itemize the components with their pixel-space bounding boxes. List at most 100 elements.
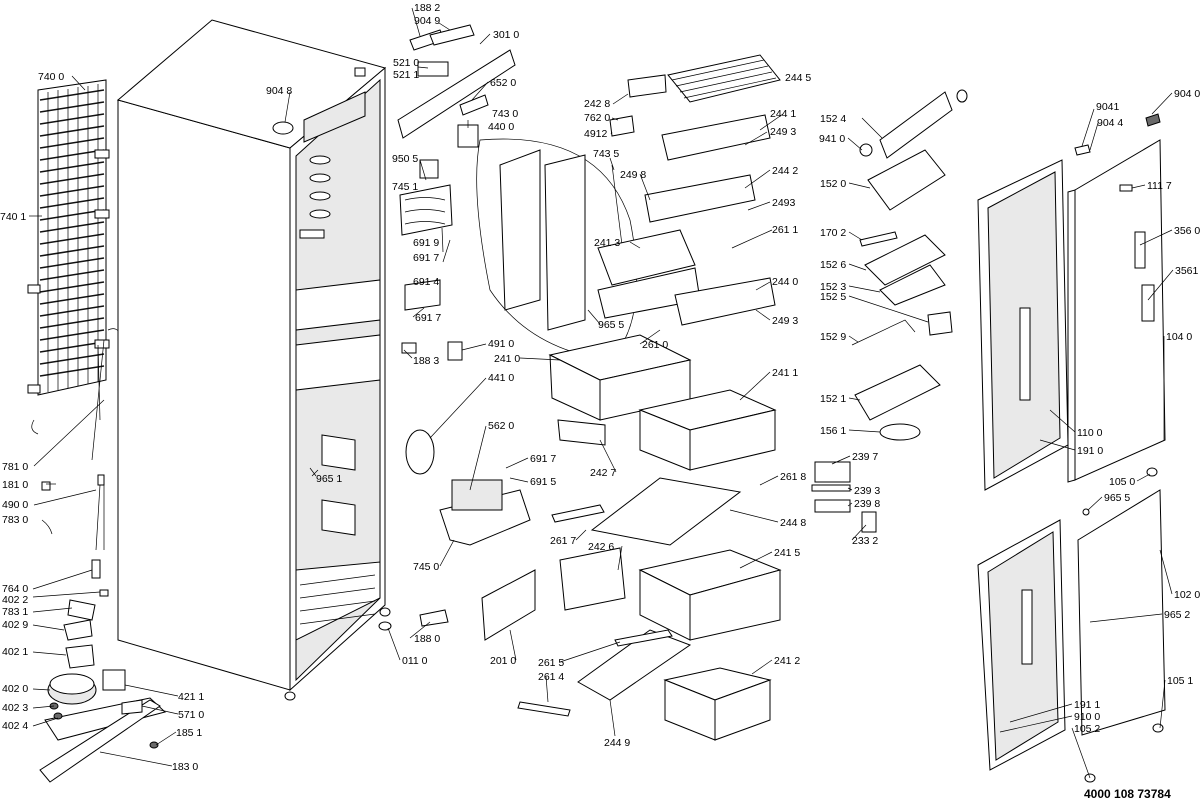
label-691-9: 691 9 <box>413 237 439 249</box>
label-783-1: 783 1 <box>2 606 28 618</box>
label-904-0: 904 0 <box>1174 88 1200 100</box>
label-781-0: 781 0 <box>2 461 28 473</box>
label-941-0: 941 0 <box>819 133 845 145</box>
label-2493-b: 2493 <box>772 197 796 209</box>
label-764-0: 764 0 <box>2 583 28 595</box>
label-104-0: 104 0 <box>1166 331 1192 343</box>
label-965-1: 965 1 <box>316 473 342 485</box>
label-691-4: 691 4 <box>413 276 439 288</box>
label-239-3: 239 3 <box>854 485 880 497</box>
label-691-7-c: 691 7 <box>530 453 556 465</box>
label-241-0: 241 0 <box>494 353 520 365</box>
label-652-0: 652 0 <box>490 77 516 89</box>
label-521-0: 521 0 <box>393 57 419 69</box>
label-105-2: 105 2 <box>1074 723 1100 735</box>
label-904-4: 904 4 <box>1097 117 1123 129</box>
label-402-0: 402 0 <box>2 683 28 695</box>
label-261-5: 261 5 <box>538 657 564 669</box>
label-244-5: 244 5 <box>785 72 811 84</box>
label-152-1: 152 1 <box>820 393 846 405</box>
label-156-1: 156 1 <box>820 425 846 437</box>
label-152-9: 152 9 <box>820 331 846 343</box>
cabinet <box>116 19 392 701</box>
top-panel-parts <box>397 24 637 641</box>
label-244-2: 244 2 <box>772 165 798 177</box>
label-188-2: 188 2 <box>414 2 440 14</box>
label-521-1: 521 1 <box>393 69 419 81</box>
label-3561: 3561 <box>1175 265 1199 277</box>
label-249-3-a: 249 3 <box>770 126 796 138</box>
label-745-0: 745 0 <box>413 561 439 573</box>
label-102-0: 102 0 <box>1174 589 1200 601</box>
label-691-7-b: 691 7 <box>415 312 441 324</box>
label-239-7: 239 7 <box>852 451 878 463</box>
label-904-8: 904 8 <box>266 85 292 97</box>
label-491-0: 491 0 <box>488 338 514 350</box>
doors <box>977 113 1166 783</box>
label-242-8: 242 8 <box>584 98 610 110</box>
label-239-8: 239 8 <box>854 498 880 510</box>
label-571-0: 571 0 <box>178 709 204 721</box>
label-904-9: 904 9 <box>414 15 440 27</box>
label-743-5: 743 5 <box>593 148 619 160</box>
label-241-3: 241 3 <box>594 237 620 249</box>
label-965-5-b: 965 5 <box>1104 492 1130 504</box>
label-965-5-a: 965 5 <box>598 319 624 331</box>
label-301-0: 301 0 <box>493 29 519 41</box>
label-910-0: 910 0 <box>1074 711 1100 723</box>
label-9041: 9041 <box>1096 101 1120 113</box>
label-244-1-a: 244 1 <box>770 108 796 120</box>
label-562-0: 562 0 <box>488 420 514 432</box>
label-740-1: 740 1 <box>0 211 26 223</box>
label-183-0: 183 0 <box>172 761 198 773</box>
label-261-7: 261 7 <box>550 535 576 547</box>
label-261-0: 261 0 <box>642 339 668 351</box>
label-950-5: 950 5 <box>392 153 418 165</box>
label-241-2: 241 2 <box>774 655 800 667</box>
label-490-0: 490 0 <box>2 499 28 511</box>
label-191-0: 191 0 <box>1077 445 1103 457</box>
label-244-8: 244 8 <box>780 517 806 529</box>
label-421-1: 421 1 <box>178 691 204 703</box>
label-743-0: 743 0 <box>492 108 518 120</box>
label-691-7-a: 691 7 <box>413 252 439 264</box>
leader-lines <box>29 7 1174 779</box>
label-691-5: 691 5 <box>530 476 556 488</box>
label-740-0: 740 0 <box>38 71 64 83</box>
label-191-1: 191 1 <box>1074 699 1100 711</box>
label-745-1: 745 1 <box>392 181 418 193</box>
label-188-3: 188 3 <box>413 355 439 367</box>
label-233-2: 233 2 <box>852 535 878 547</box>
label-181-0: 181 0 <box>2 479 28 491</box>
shelves-drawers <box>517 54 782 741</box>
label-261-4: 261 4 <box>538 671 564 683</box>
label-441-0: 441 0 <box>488 372 514 384</box>
label-201-0: 201 0 <box>490 655 516 667</box>
label-762-0: 762 0 <box>584 112 610 124</box>
label-244-9: 244 9 <box>604 737 630 749</box>
door-bins <box>811 89 968 533</box>
document-number: 4000 108 73784 <box>1084 787 1171 801</box>
label-402-9: 402 9 <box>2 619 28 631</box>
label-965-2: 965 2 <box>1164 609 1190 621</box>
label-241-5: 241 5 <box>774 547 800 559</box>
label-170-2: 170 2 <box>820 227 846 239</box>
label-356-0: 356 0 <box>1174 225 1200 237</box>
label-152-6: 152 6 <box>820 259 846 271</box>
label-152-3: 152 3 <box>820 281 846 293</box>
label-152-0: 152 0 <box>820 178 846 190</box>
label-261-8: 261 8 <box>780 471 806 483</box>
label-783-0: 783 0 <box>2 514 28 526</box>
label-105-1: 105 1 <box>1167 675 1193 687</box>
label-440-0: 440 0 <box>488 121 514 133</box>
label-185-1: 185 1 <box>176 727 202 739</box>
label-261-1: 261 1 <box>772 224 798 236</box>
label-402-3: 402 3 <box>2 702 28 714</box>
label-249-3-c: 249 3 <box>772 315 798 327</box>
label-152-4: 152 4 <box>820 113 846 125</box>
label-4912: 4912 <box>584 128 608 140</box>
compressor-group <box>39 339 167 783</box>
label-111-7: 111 7 <box>1147 180 1172 192</box>
